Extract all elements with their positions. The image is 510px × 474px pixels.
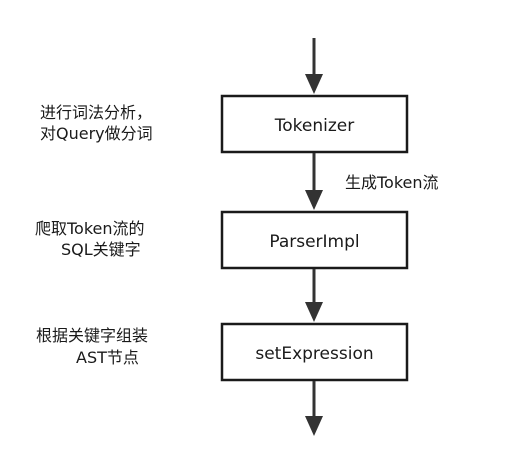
node-tokenizer: Tokenizer [220, 94, 409, 154]
note-tokenizer-line-2: 对Query做分词 [40, 124, 153, 143]
note-parser-line-2: SQL关键字 [61, 240, 141, 259]
edge-parser-to-setexpression [305, 269, 323, 322]
note-setexpr-line-2: AST节点 [76, 348, 139, 367]
note-parser-line-1: 爬取Token流的 [35, 219, 145, 238]
node-setexpression-label: setExpression [255, 344, 373, 364]
note-setexpr-line-1: 根据关键字组装 [36, 326, 148, 345]
edge-label-generate-token-stream: 生成Token流 [345, 173, 439, 192]
node-tokenizer-label: Tokenizer [274, 116, 354, 136]
outgoing-arrow [305, 381, 323, 436]
incoming-arrow [305, 38, 323, 94]
note-tokenizer-line-1: 进行词法分析， [40, 103, 152, 122]
node-parserimpl: ParserImpl [220, 210, 409, 270]
node-parserimpl-label: ParserImpl [269, 232, 359, 252]
edge-tokenizer-to-parser [305, 153, 323, 210]
node-setexpression: setExpression [220, 322, 409, 382]
